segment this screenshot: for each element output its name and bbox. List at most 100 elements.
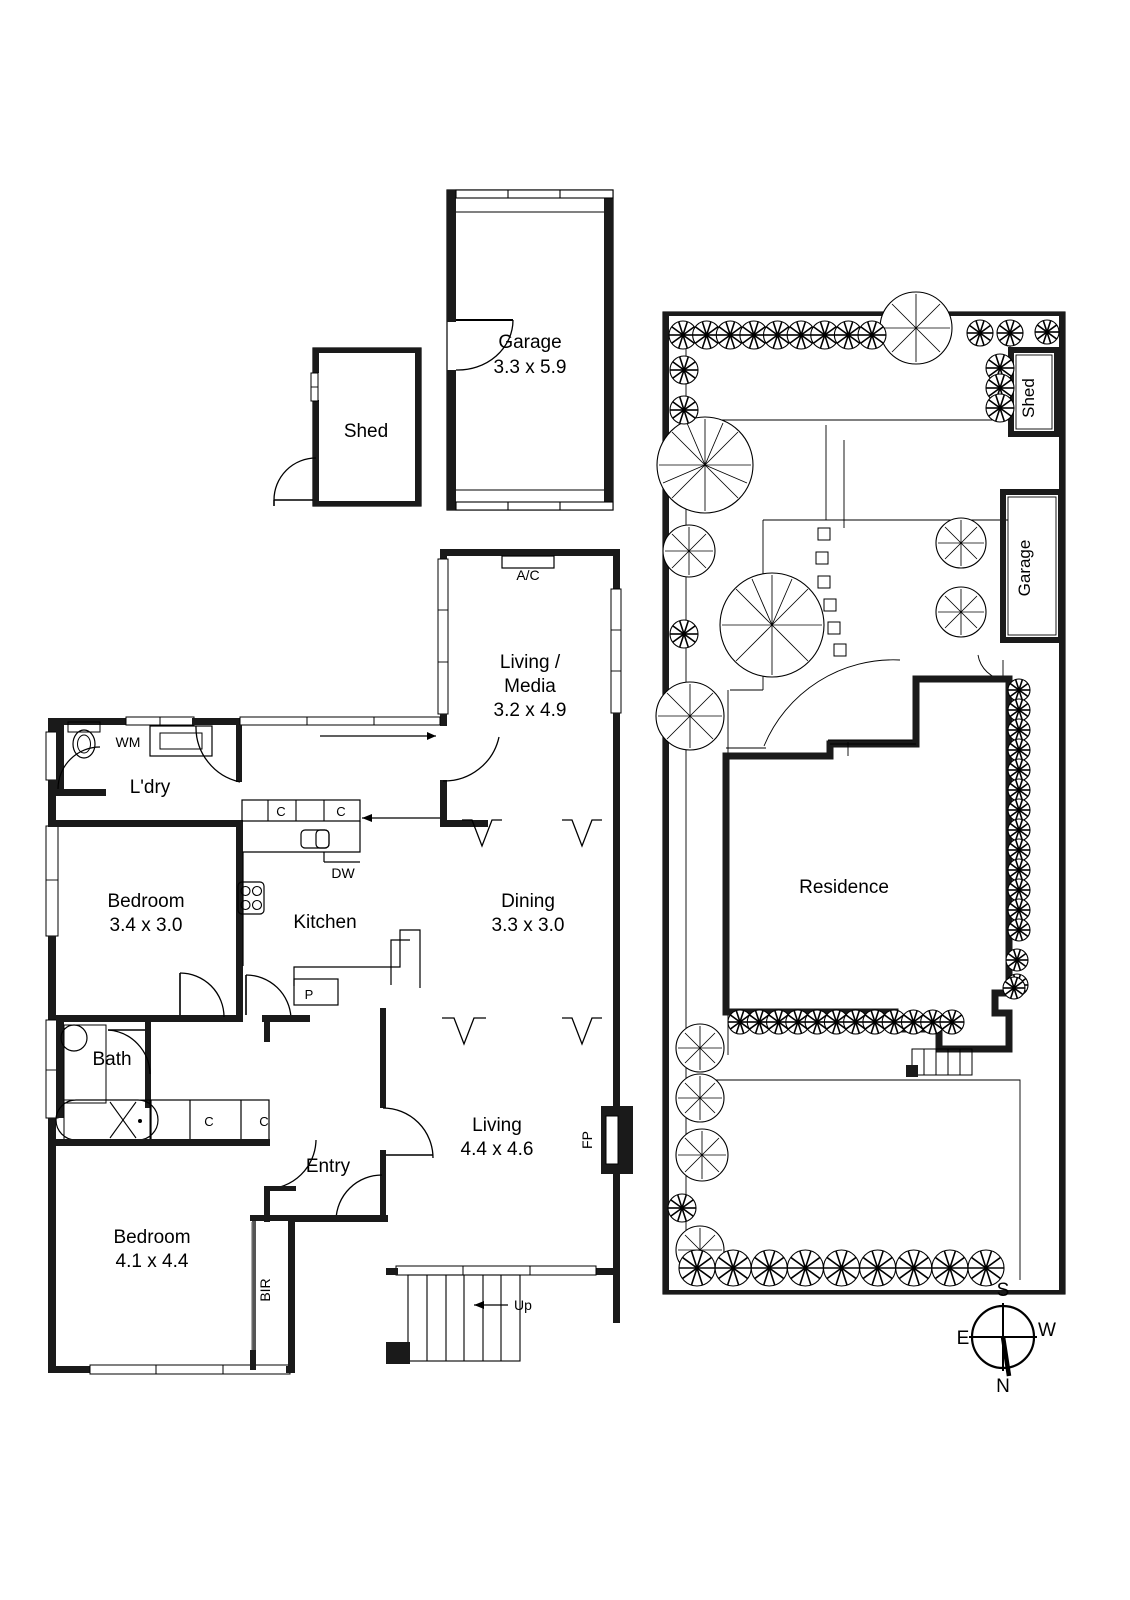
kitchen-area: C C DW P Kitche — [237, 799, 421, 1022]
annotation-dw: DW — [331, 865, 355, 881]
shrub-icon — [1007, 898, 1031, 922]
shrub-icon — [931, 1249, 969, 1287]
shrub-row-residence-bottom — [727, 1009, 965, 1035]
shrub-icon — [985, 373, 1015, 403]
room-dims-bedroom1: 3.4 x 3.0 — [110, 915, 183, 936]
shed-block: Shed — [273, 347, 422, 507]
shrub-icon — [785, 1009, 811, 1035]
shrub-icon — [1007, 838, 1031, 862]
shrub-icon — [833, 320, 863, 350]
shrub-icon — [762, 320, 793, 350]
shrub-icon — [714, 1249, 752, 1287]
shrub-icon — [669, 619, 699, 649]
site-label-residence: Residence — [799, 877, 889, 898]
bedroom2-area: Bedroom 4.1 x 4.4 BIR — [113, 1215, 295, 1373]
shrub-row-residence-right — [1002, 678, 1031, 1000]
annotation-cupboard-h1: C — [204, 1114, 213, 1129]
laundry-area: WM L'dry — [48, 721, 242, 827]
compass-label-north: N — [996, 1376, 1010, 1397]
room-label-garage: Garage — [498, 332, 561, 353]
room-label-laundry: L'dry — [130, 777, 171, 798]
shrub-icon — [996, 319, 1024, 347]
site-label-shed: Shed — [1019, 378, 1038, 418]
room-label-entry: Entry — [306, 1156, 351, 1177]
annotation-pantry: P — [305, 987, 314, 1002]
dining-area: Dining 3.3 x 3.0 — [362, 736, 602, 1046]
compass-rose: S N E W — [957, 1280, 1056, 1397]
shrub-icon — [750, 1249, 788, 1287]
shrub-row-right — [985, 353, 1015, 423]
shrub-icon — [985, 393, 1015, 423]
compass-label-west: W — [1038, 1320, 1056, 1341]
room-label-media-1: Living / — [500, 652, 561, 673]
shrub-icon — [678, 1249, 716, 1287]
shrub-icon — [669, 395, 699, 425]
shrub-icon — [1007, 918, 1031, 942]
site-label-garage: Garage — [1015, 540, 1034, 597]
annotation-cupboard-h2: C — [259, 1114, 268, 1129]
living-area: FP Up Living 4.4 x 4.6 — [386, 1106, 633, 1364]
annotation-ac: A/C — [516, 567, 539, 583]
shrub-icon — [967, 1249, 1005, 1287]
shrub-icon — [1005, 948, 1029, 972]
shrub-icon — [939, 1009, 965, 1035]
shrub-icon — [1002, 976, 1026, 1000]
room-dims-living: 4.4 x 4.6 — [461, 1139, 534, 1160]
room-label-bedroom1: Bedroom — [107, 891, 184, 912]
shrub-icon — [1007, 778, 1031, 802]
shrub-icon — [1007, 858, 1031, 882]
annotation-cupboard-k1: C — [276, 804, 285, 819]
shrub-icon — [1007, 798, 1031, 822]
shrub-icon — [1007, 758, 1031, 782]
shrub-icon — [692, 320, 722, 350]
shrub-icon — [739, 320, 769, 350]
annotation-bir: BIR — [257, 1278, 273, 1301]
shrub-icon — [985, 353, 1015, 383]
main-house: A/C Living / Media 3.2 x 4.9 — [45, 549, 633, 1375]
compass-label-east: E — [957, 1328, 970, 1349]
bath-area: C C Bath — [48, 1022, 270, 1146]
shrub-icon — [746, 1009, 772, 1035]
shrub-icon — [920, 1009, 946, 1035]
tree-cluster — [655, 291, 987, 1275]
shrub-row-top — [668, 320, 887, 350]
room-dims-media: 3.2 x 4.9 — [494, 700, 567, 721]
annotation-stairs-up: Up — [514, 1297, 532, 1313]
shrub-icon — [1007, 878, 1031, 902]
shrub-icon — [786, 1249, 824, 1287]
entry-area: Entry — [264, 1008, 434, 1222]
room-dims-garage: 3.3 x 5.9 — [494, 357, 567, 378]
shrub-row-left — [667, 355, 699, 1223]
shrub-icon — [823, 1009, 849, 1035]
shrub-row-bottom — [678, 1249, 1005, 1287]
shrub-icon — [1007, 698, 1031, 722]
annotation-fireplace: FP — [579, 1131, 595, 1149]
room-label-media-2: Media — [504, 676, 556, 697]
room-dims-bedroom2: 4.1 x 4.4 — [116, 1251, 189, 1272]
room-label-living: Living — [472, 1115, 522, 1136]
shrub-icon — [895, 1249, 933, 1287]
room-dims-dining: 3.3 x 3.0 — [492, 915, 565, 936]
shrub-icon — [859, 1249, 897, 1287]
room-label-bedroom2: Bedroom — [113, 1227, 190, 1248]
shrub-icon — [1007, 678, 1031, 702]
room-label-kitchen: Kitchen — [293, 912, 356, 933]
shrub-icon — [667, 1193, 697, 1223]
site-plan: Shed Garage Residence — [655, 291, 1066, 1295]
site-shed: Shed — [1008, 347, 1060, 437]
room-label-shed: Shed — [344, 421, 388, 442]
shrub-icon — [1007, 738, 1031, 762]
annotation-wm: WM — [116, 734, 141, 750]
shrub-icon — [862, 1009, 888, 1035]
shrub-icon — [669, 355, 699, 385]
shrub-icon — [966, 319, 994, 347]
bedroom1-area: Bedroom 3.4 x 3.0 — [56, 820, 243, 1022]
annotation-cupboard-k2: C — [336, 804, 345, 819]
shrub-icon — [857, 320, 887, 350]
shrub-row-upper-right — [966, 319, 1060, 347]
shrub-icon — [668, 320, 698, 350]
room-label-dining: Dining — [501, 891, 555, 912]
shrub-icon — [822, 1249, 861, 1287]
